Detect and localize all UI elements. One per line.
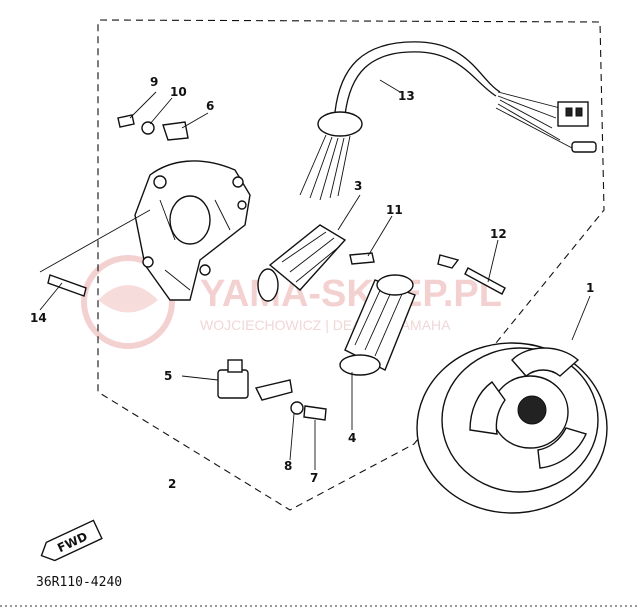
screw-11 bbox=[349, 252, 375, 265]
screw-12 bbox=[464, 267, 506, 295]
callout-4: 4 bbox=[348, 431, 356, 445]
fwd-arrow: FWD bbox=[40, 519, 103, 562]
callout-1: 1 bbox=[586, 281, 594, 295]
callout-10: 10 bbox=[170, 85, 187, 99]
grommet bbox=[317, 111, 363, 137]
stator-group-outline bbox=[97, 19, 605, 511]
callout-12: 12 bbox=[490, 227, 507, 241]
callout-2: 2 bbox=[168, 477, 176, 491]
lighting-coil bbox=[257, 224, 347, 302]
callout-13: 13 bbox=[398, 89, 415, 103]
watermark-brand: YAMA-SKLEP.PL bbox=[200, 273, 502, 315]
stator-plate bbox=[134, 160, 251, 301]
callout-7: 7 bbox=[310, 471, 318, 485]
wire-harness bbox=[299, 41, 597, 201]
callout-8: 8 bbox=[284, 459, 292, 473]
callout-6: 6 bbox=[206, 99, 214, 113]
watermark: YAMA-SKLEP.PL WOJCIECHOWICZ | DEALER YAM… bbox=[81, 255, 502, 349]
watermark-subtitle: WOJCIECHOWICZ | DEALER YAMAHA bbox=[200, 317, 451, 333]
washer-10 bbox=[141, 121, 155, 135]
drawing-code: 36R110-4240 bbox=[36, 575, 122, 590]
callout-11: 11 bbox=[386, 203, 403, 217]
hardware bbox=[47, 114, 506, 421]
pickup-bracket bbox=[254, 379, 293, 401]
callout-labels: 1 2 3 4 5 6 7 8 9 10 11 12 13 14 bbox=[30, 75, 594, 491]
leader-lines bbox=[39, 79, 591, 470]
watermark-logo-swoosh bbox=[98, 285, 158, 313]
screw-14 bbox=[47, 274, 87, 297]
washer-8 bbox=[290, 401, 304, 415]
callout-14: 14 bbox=[30, 311, 47, 325]
screw-7 bbox=[303, 405, 327, 421]
clamp-6 bbox=[162, 121, 189, 141]
connector-block bbox=[557, 101, 589, 127]
source-coil bbox=[339, 274, 416, 376]
callout-3: 3 bbox=[354, 179, 362, 193]
pickup-coil bbox=[217, 359, 293, 401]
flywheel-rotor bbox=[416, 342, 608, 514]
bullet-connector bbox=[571, 141, 597, 153]
callout-9: 9 bbox=[150, 75, 158, 89]
watermark-logo-icon bbox=[81, 255, 175, 349]
screw-12-head bbox=[437, 254, 460, 269]
callout-5: 5 bbox=[164, 369, 172, 383]
